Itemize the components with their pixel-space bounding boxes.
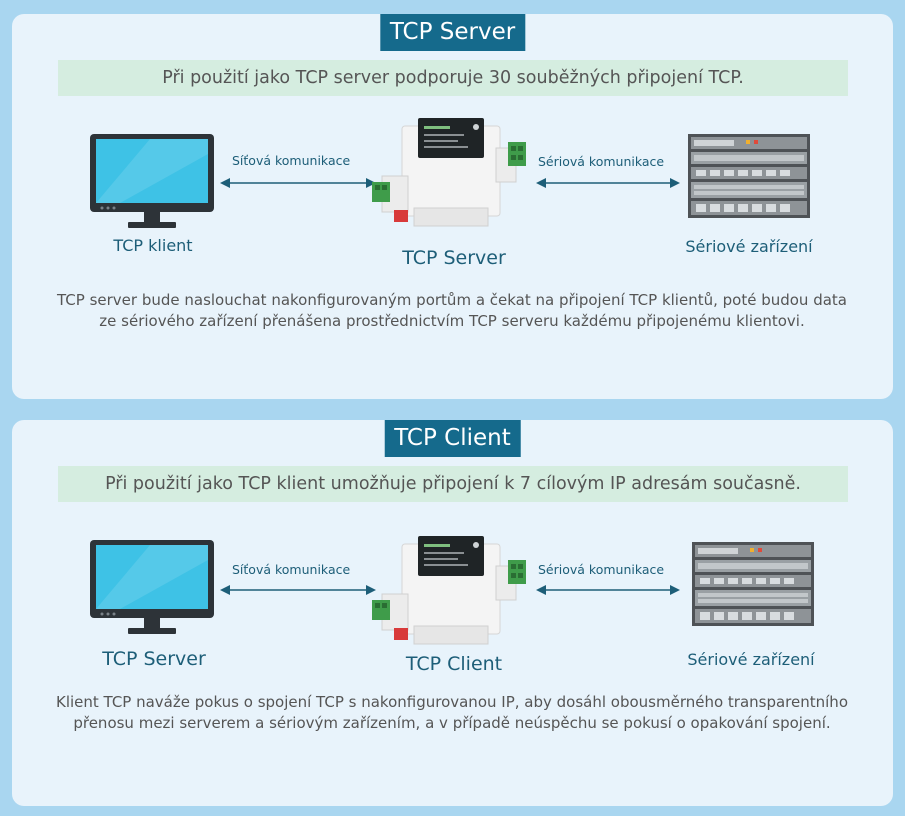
double-arrow-icon <box>536 585 680 595</box>
tcp-server-panel: TCP Server Při použití jako TCP server p… <box>12 14 893 399</box>
right-link-label: Sériová komunikace <box>538 562 665 577</box>
right-link-label: Sériová komunikace <box>538 154 665 169</box>
server-rack-icon <box>692 542 814 626</box>
left-device-label: TCP Server <box>102 648 206 670</box>
right-device-label: Sériové zařízení <box>687 650 815 669</box>
monitor-icon <box>90 540 214 634</box>
server-rack-icon <box>688 134 810 218</box>
summary-banner: Při použití jako TCP server podporuje 30… <box>58 60 848 96</box>
left-device-label: TCP klient <box>113 236 193 255</box>
section-title: TCP Client <box>384 420 521 457</box>
monitor-icon <box>90 134 214 228</box>
section-title: TCP Server <box>379 14 526 51</box>
section-description: Klient TCP naváže pokus o spojení TCP s … <box>55 693 848 732</box>
left-link-label: Síťová komunikace <box>232 153 351 168</box>
double-arrow-icon <box>536 178 680 188</box>
din-rail-converter-icon <box>372 536 526 645</box>
section-description: TCP server bude naslouchat nakonfigurova… <box>57 291 847 330</box>
center-device-label: TCP Server <box>402 247 506 269</box>
center-device-label: TCP Client <box>405 653 503 675</box>
summary-banner: Při použití jako TCP klient umožňuje při… <box>58 466 848 502</box>
right-device-label: Sériové zařízení <box>685 237 813 256</box>
left-link-label: Síťová komunikace <box>232 562 351 577</box>
tcp-client-panel: TCP Client Při použití jako TCP klient u… <box>12 420 893 806</box>
double-arrow-icon <box>220 585 376 595</box>
din-rail-converter-icon <box>372 118 526 227</box>
double-arrow-icon <box>220 178 376 188</box>
